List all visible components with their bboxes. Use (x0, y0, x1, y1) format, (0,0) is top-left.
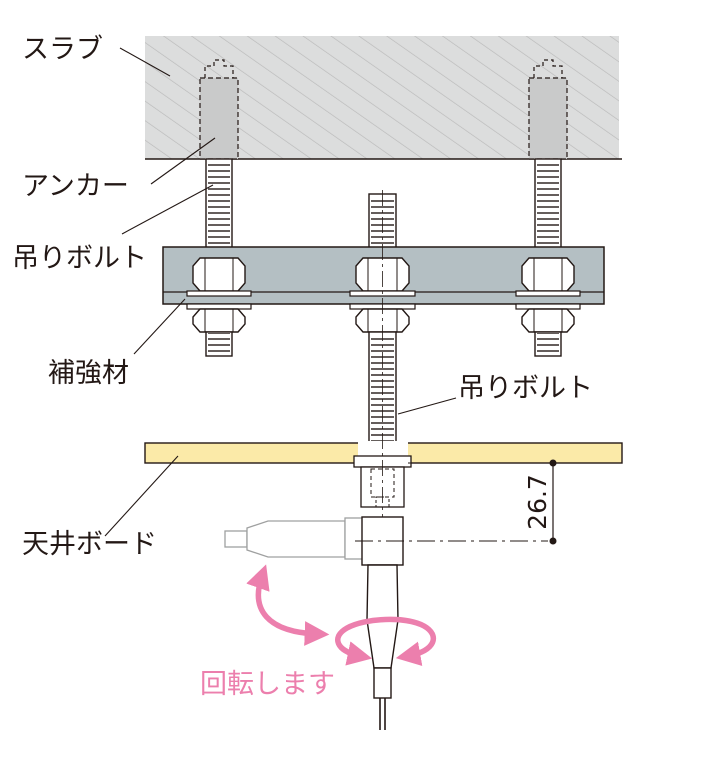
dimension-line (408, 459, 557, 545)
dimension-value: 26.7 (523, 474, 552, 530)
ceiling-fitting (353, 190, 412, 560)
label-anchor: アンカー (22, 171, 129, 202)
label-rotate: 回転します (200, 669, 335, 700)
label-slab: スラブ (22, 34, 103, 65)
label-hanging-bolt-left: 吊りボルト (12, 243, 147, 274)
spin-arrow (335, 616, 437, 666)
bolt-right-upper (534, 158, 562, 259)
anchor-left (199, 59, 239, 160)
label-reinforcement: 補強材 (48, 358, 129, 389)
leader-lines (104, 47, 457, 537)
tool-ghost (224, 517, 386, 560)
label-hanging-bolt-right: 吊りボルト (458, 373, 593, 404)
swing-arrow (246, 564, 330, 646)
label-ceiling-board: 天井ボード (22, 529, 157, 560)
rotate-arrows (246, 564, 437, 666)
nut-stack-left (186, 257, 252, 357)
nut-stack-right (515, 257, 581, 357)
bolt-left-upper (205, 158, 233, 259)
